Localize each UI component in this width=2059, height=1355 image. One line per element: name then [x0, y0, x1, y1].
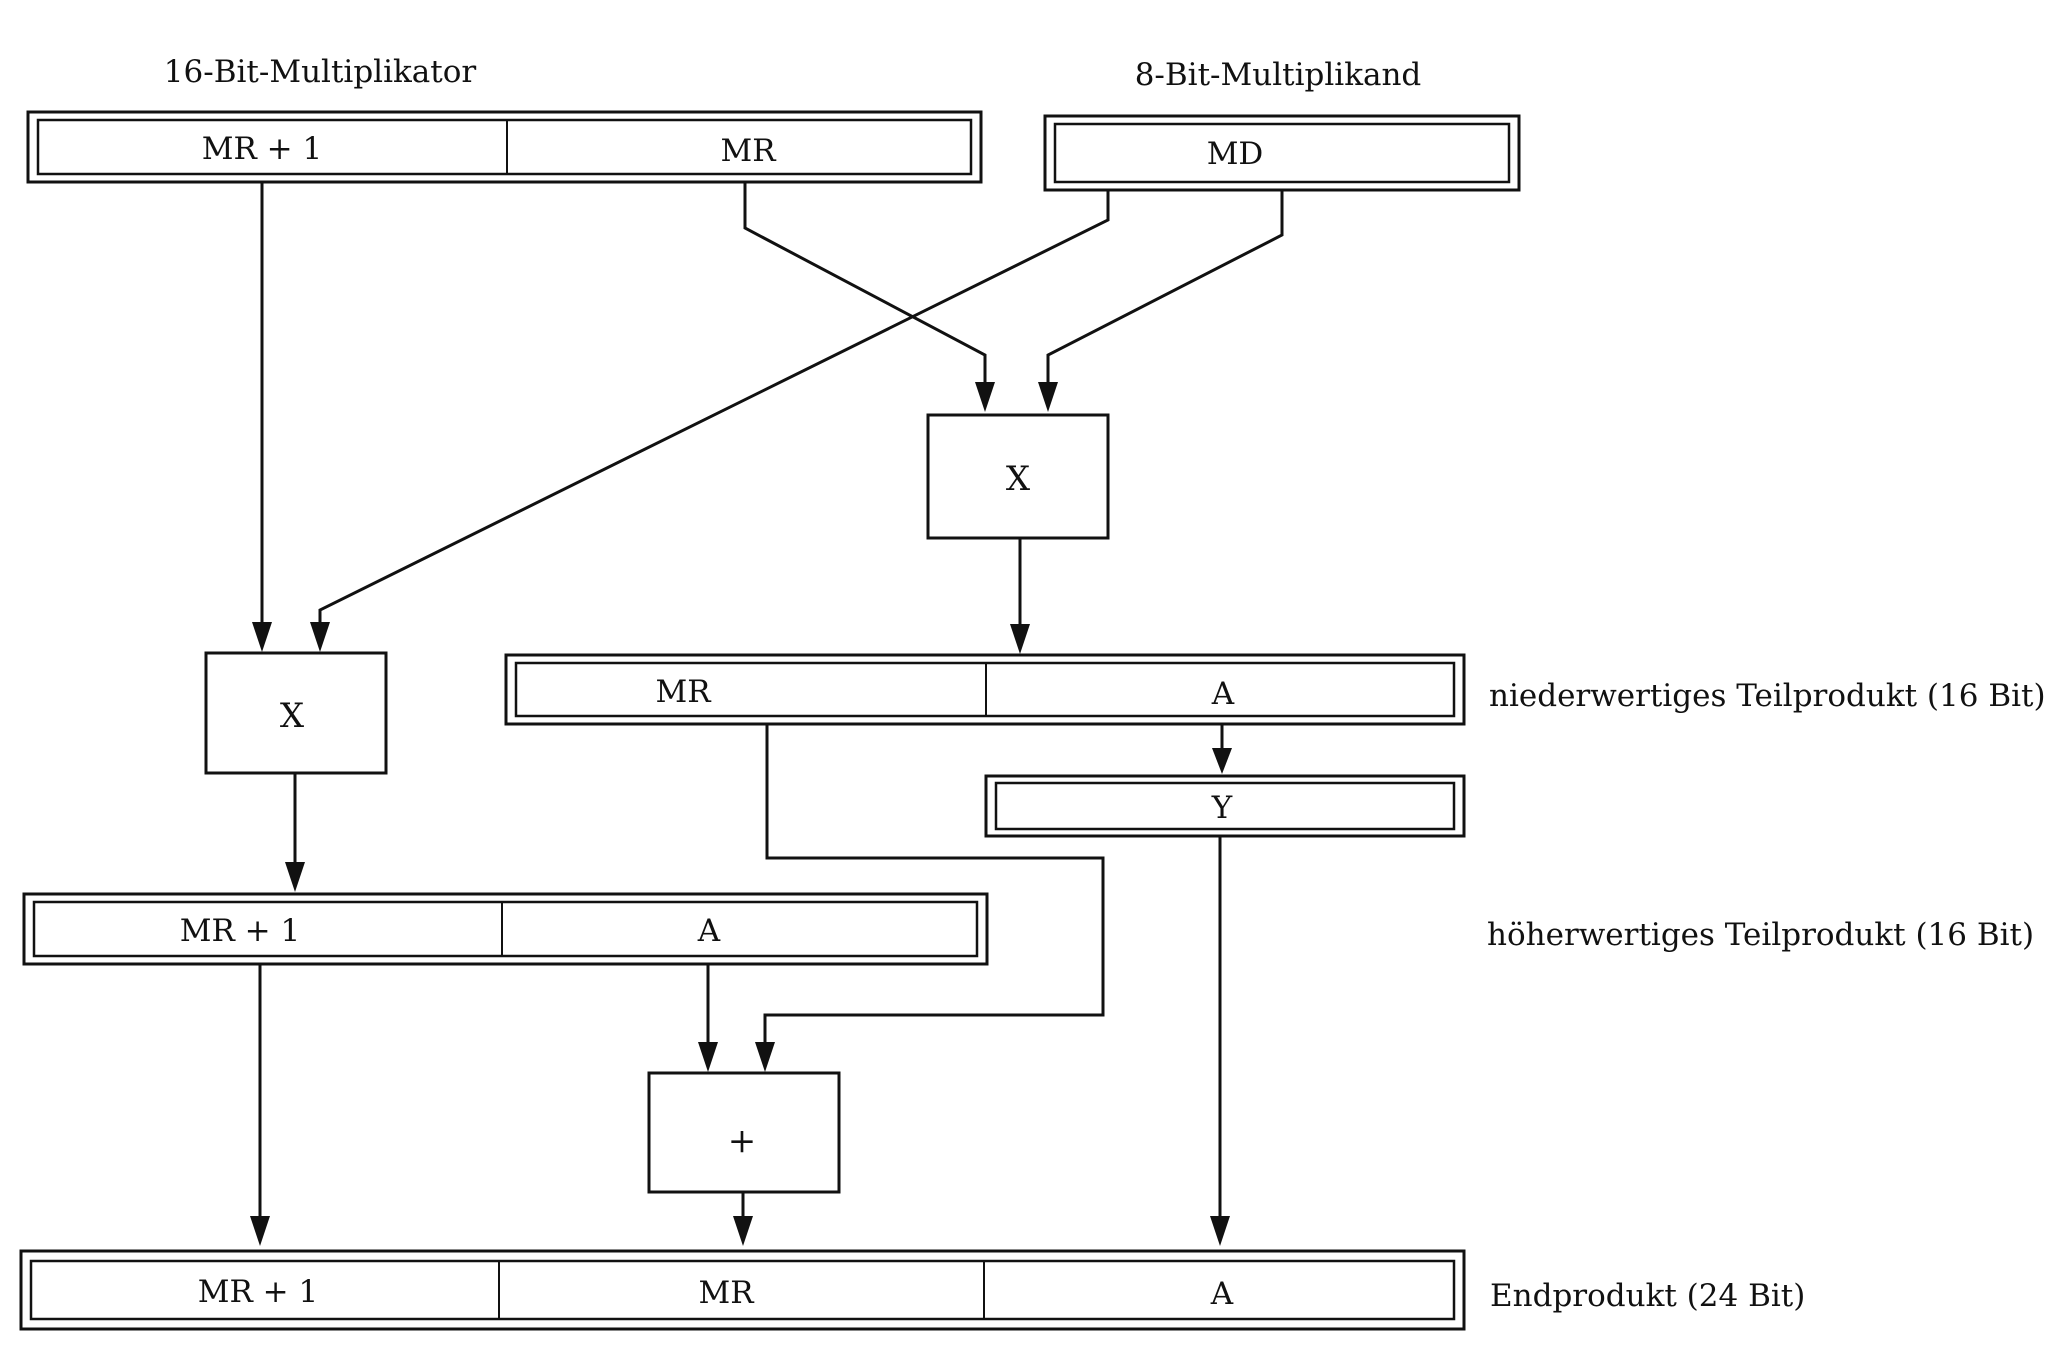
wire-md-to-mul-low [1046, 190, 1284, 388]
high-partial-label: höherwertiges Teilprodukt (16 Bit) [1487, 917, 2034, 953]
multiplicand-register: MD [1043, 114, 1521, 192]
multiply-low-box: X [926, 413, 1110, 540]
low-partial-high-cell: MR [655, 674, 712, 710]
multiply-low-symbol: X [1006, 459, 1031, 499]
wire-md-to-mul-high [318, 190, 1110, 628]
low-partial-label: niederwertiges Teilprodukt (16 Bit) [1489, 678, 2046, 714]
y-cell: Y [1211, 790, 1233, 826]
adder-box: + [647, 1071, 841, 1194]
multiplicand-cell: MD [1207, 136, 1264, 172]
wire-low-mr-to-adder [763, 724, 1105, 1048]
multiplier-low-cell: MR [720, 133, 777, 169]
wire-mr-to-mul-low [743, 182, 987, 388]
low-partial-register: MR A [504, 653, 1466, 726]
final-product-label: Endprodukt (24 Bit) [1490, 1278, 1805, 1314]
multiply-high-box: X [204, 651, 388, 775]
multiply-high-symbol: X [280, 696, 305, 736]
multiplier-high-cell: MR + 1 [202, 131, 323, 167]
y-register: Y [984, 774, 1466, 838]
high-partial-register: MR + 1 A [22, 892, 989, 966]
final-mid-cell: MR [698, 1275, 755, 1311]
final-low-cell: A [1210, 1276, 1234, 1312]
adder-symbol: + [728, 1121, 757, 1161]
multiplicand-label: 8-Bit-Multiplikand [1135, 57, 1422, 93]
final-high-cell: MR + 1 [198, 1274, 319, 1310]
high-partial-high-cell: MR + 1 [180, 913, 301, 949]
low-partial-low-cell: A [1211, 676, 1235, 712]
high-partial-low-cell: A [697, 913, 721, 949]
multiplier-register: MR + 1 MR [26, 110, 983, 184]
final-product-register: MR + 1 MR A [19, 1249, 1466, 1331]
wires [250, 182, 1284, 1246]
multiplier-label: 16-Bit-Multiplikator [164, 54, 477, 90]
